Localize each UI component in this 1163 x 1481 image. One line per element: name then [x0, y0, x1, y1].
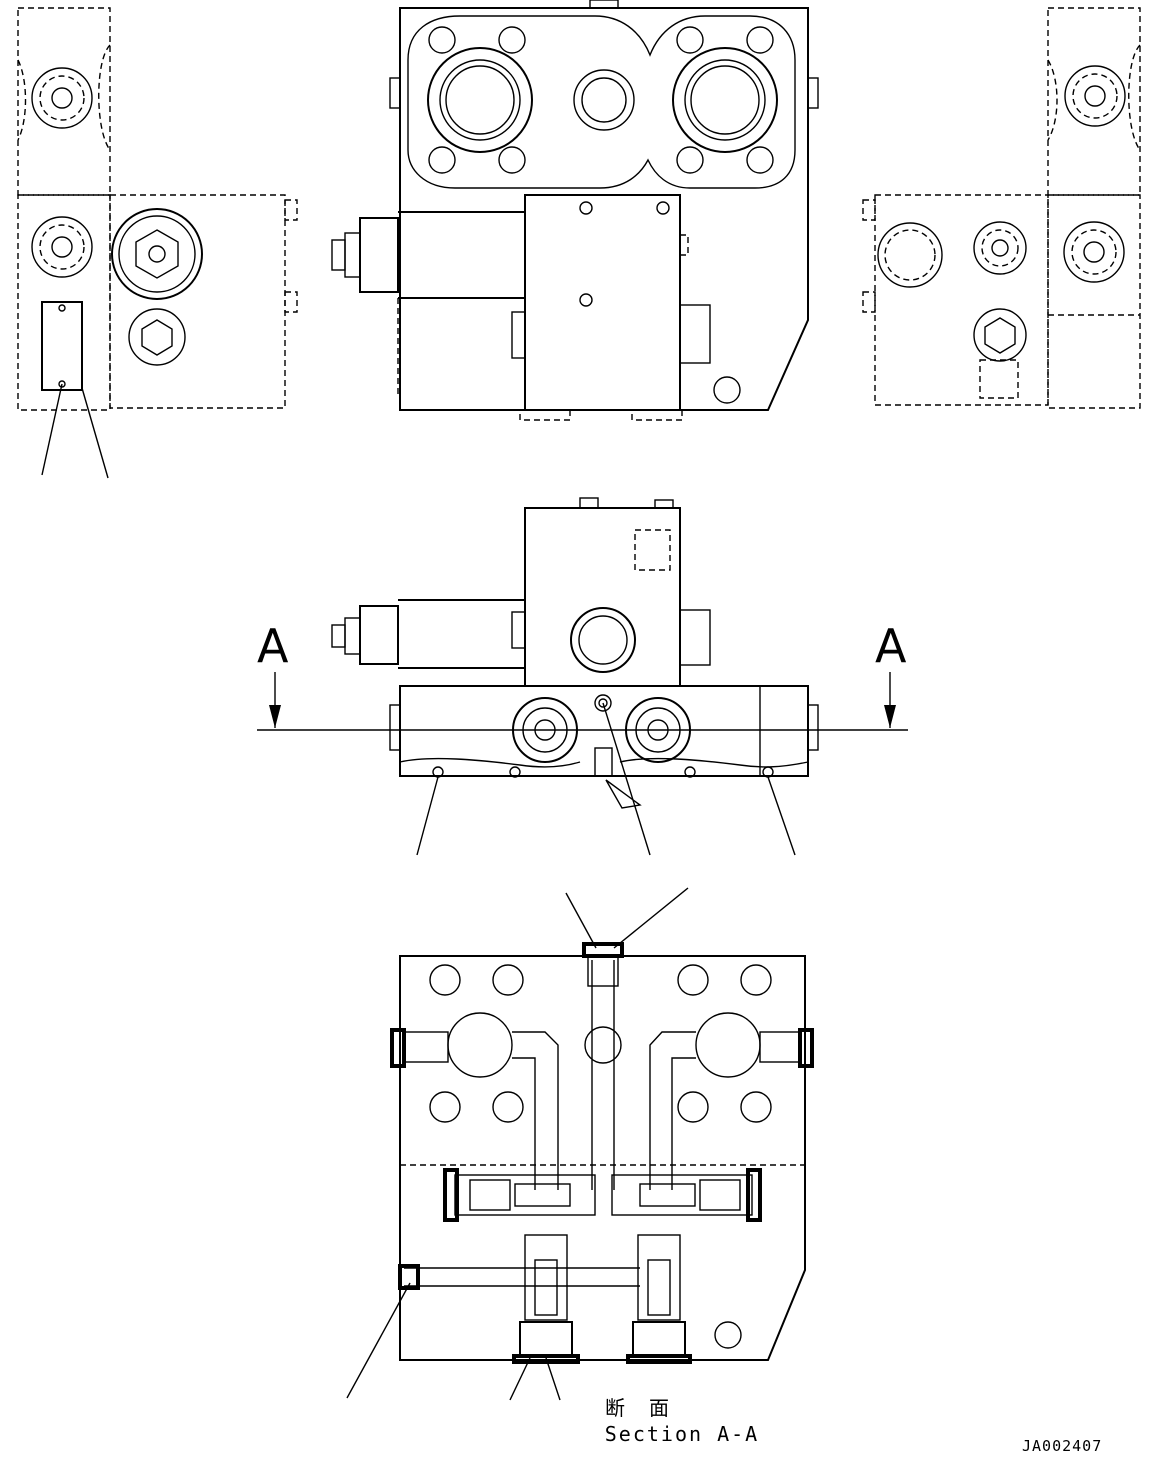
section-marker-left: A: [257, 619, 289, 673]
section-caption-jp: 断 面: [605, 1396, 675, 1420]
section-a-a-view: [346, 887, 814, 1401]
left-side-view: [17, 7, 298, 479]
top-view: [257, 497, 908, 856]
drawing-id: JA002407: [1022, 1437, 1102, 1455]
section-caption-en: Section A-A: [605, 1422, 759, 1446]
right-side-view: [862, 7, 1141, 409]
front-view: [331, 0, 819, 421]
section-marker-right: A: [875, 619, 907, 673]
